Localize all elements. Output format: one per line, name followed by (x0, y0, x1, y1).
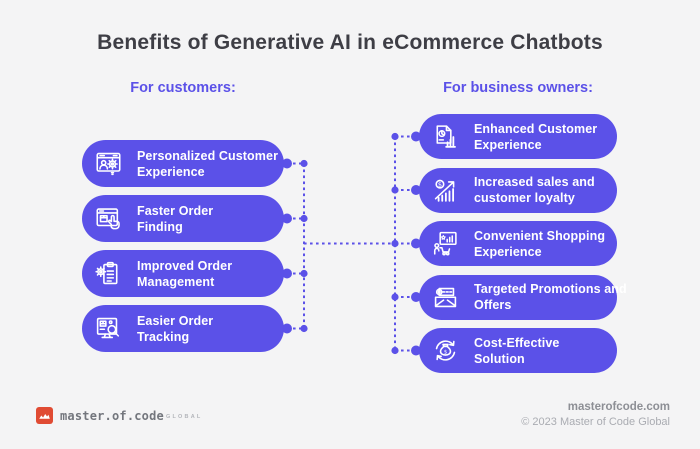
benefit-label: Convenient Shopping Experience (474, 228, 606, 259)
enhanced-customer-experience-icon (431, 122, 460, 151)
benefit-pill-enhanced-customer-experience: Enhanced Customer Experience (419, 114, 617, 159)
column-header-business-owners: For business owners: (443, 80, 593, 96)
benefit-pill-increased-sales-and-loyalty: $ Increased sales and customer loyalty (419, 167, 617, 213)
logo-wordmark: master.of.code (60, 409, 164, 423)
benefit-label: Increased sales and customer loyalty (474, 175, 595, 205)
convenient-shopping-icon (431, 229, 460, 258)
benefit-label: Faster Order Finding (137, 203, 214, 234)
benefit-label: Cost-Effective Solution (474, 335, 560, 366)
copyright-text: © 2023 Master of Code Global (521, 416, 670, 428)
improved-order-management-icon (94, 259, 123, 288)
benefit-pill-targeted-promotions-and-offers: Targeted Promotions and Offers (419, 274, 627, 320)
page-title: Benefits of Generative AI in eCommerce C… (97, 31, 603, 54)
logo-global-label: GLOBAL (166, 414, 203, 420)
benefit-label: Easier Order Tracking (137, 313, 214, 344)
benefit-label: Targeted Promotions and Offers (474, 282, 627, 312)
benefit-label: Personalized Customer Experience (137, 148, 279, 179)
website-url: masterofcode.com (567, 401, 670, 413)
benefit-pill-improved-order-management: Improved Order Management (82, 250, 284, 297)
faster-order-finding-icon (94, 204, 123, 233)
benefit-pill-easier-order-tracking: Easier Order Tracking (82, 305, 284, 352)
benefit-pill-faster-order-finding: Faster Order Finding (82, 195, 284, 242)
easier-order-tracking-icon (94, 314, 123, 343)
svg-text:$: $ (444, 349, 447, 355)
cost-effective-icon: $ (431, 336, 460, 365)
benefit-label: Improved Order Management (137, 258, 233, 289)
benefit-pill-personalized-customer-experience: Personalized Customer Experience (82, 140, 284, 187)
column-header-customers: For customers: (130, 80, 236, 96)
svg-text:$: $ (438, 180, 442, 188)
targeted-promotions-icon (431, 283, 460, 312)
increased-sales-icon: $ (431, 176, 460, 205)
benefit-pill-cost-effective-solution: $ Cost-Effective Solution (419, 328, 617, 373)
benefit-pill-convenient-shopping-experience: Convenient Shopping Experience (419, 221, 617, 266)
master-of-code-logo-icon (36, 407, 53, 424)
benefit-label: Enhanced Customer Experience (474, 121, 598, 152)
personalized-experience-icon (94, 149, 123, 178)
